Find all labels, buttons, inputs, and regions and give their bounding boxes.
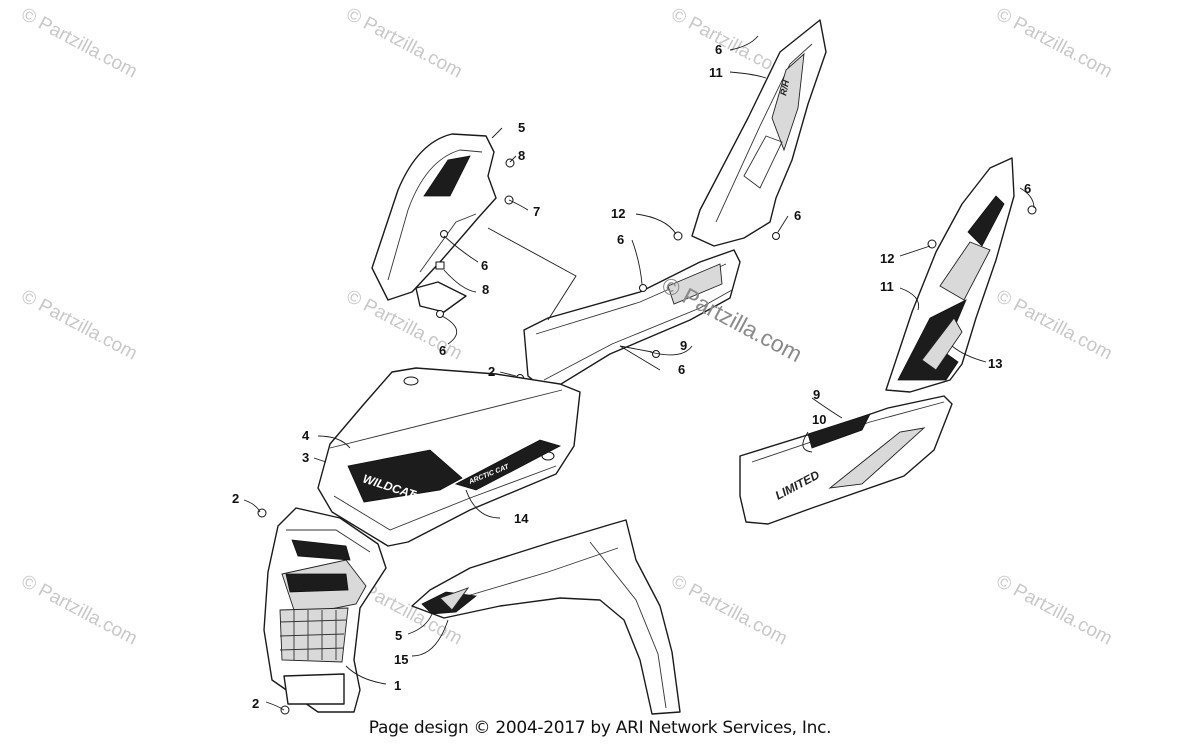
callout-9: 9 <box>680 338 687 353</box>
callout-6: 6 <box>794 208 801 223</box>
page-copyright: Page design © 2004-2017 by ARI Network S… <box>368 718 832 738</box>
callout-9: 9 <box>813 387 820 402</box>
callout-13: 13 <box>988 356 1002 371</box>
watermark: © Partzilla.com <box>18 286 141 365</box>
callout-2: 2 <box>488 364 495 379</box>
callout-2: 2 <box>252 696 259 711</box>
callout-labels: 5 8 7 6 8 6 6 11 12 6 6 9 6 2 6 12 11 13… <box>232 42 1031 711</box>
callout-11: 11 <box>880 279 894 294</box>
lower-side-panel-part[interactable] <box>516 231 780 393</box>
callout-10: 10 <box>812 412 826 427</box>
callout-6: 6 <box>481 258 488 273</box>
callout-6: 6 <box>617 232 624 247</box>
callout-6: 6 <box>1024 181 1031 196</box>
watermark: © Partzilla.com <box>18 4 141 83</box>
callout-8: 8 <box>482 282 489 297</box>
callout-5: 5 <box>395 628 402 643</box>
watermark: © Partzilla.com <box>993 286 1116 365</box>
callout-8: 8 <box>518 148 525 163</box>
watermark: © Partzilla.com <box>18 571 141 650</box>
callout-12: 12 <box>880 251 894 266</box>
watermark: © Partzilla.com <box>993 4 1116 83</box>
watermark: © Partzilla.com <box>993 571 1116 650</box>
callout-12: 12 <box>611 206 625 221</box>
callout-6: 6 <box>678 362 685 377</box>
callout-3: 3 <box>302 450 309 465</box>
watermark: © Partzilla.com <box>668 571 791 650</box>
svg-text:R/H: R/H <box>778 79 791 97</box>
callout-4: 4 <box>302 428 310 443</box>
callout-14: 14 <box>514 511 529 526</box>
front-fender-part[interactable] <box>411 519 681 715</box>
front-grille-part[interactable] <box>257 507 387 715</box>
callout-15: 15 <box>394 652 408 667</box>
leader-lines <box>243 35 1035 711</box>
cowl-cover-part[interactable] <box>371 133 515 318</box>
callout-6: 6 <box>715 42 722 57</box>
right-side-panel-part[interactable] <box>885 157 1037 393</box>
callout-5: 5 <box>518 120 525 135</box>
upper-side-panel-part[interactable]: R/H <box>691 19 827 247</box>
callout-11: 11 <box>709 65 723 80</box>
callout-2: 2 <box>232 491 239 506</box>
callout-7: 7 <box>533 204 540 219</box>
hood-part[interactable]: WILDCAT TRAIL ARCTIC CAT <box>317 367 581 547</box>
right-door-panel-part[interactable]: LIMITED <box>739 395 953 525</box>
watermark: © Partzilla.com <box>343 4 466 83</box>
callout-1: 1 <box>394 678 401 693</box>
callout-6: 6 <box>439 343 446 358</box>
